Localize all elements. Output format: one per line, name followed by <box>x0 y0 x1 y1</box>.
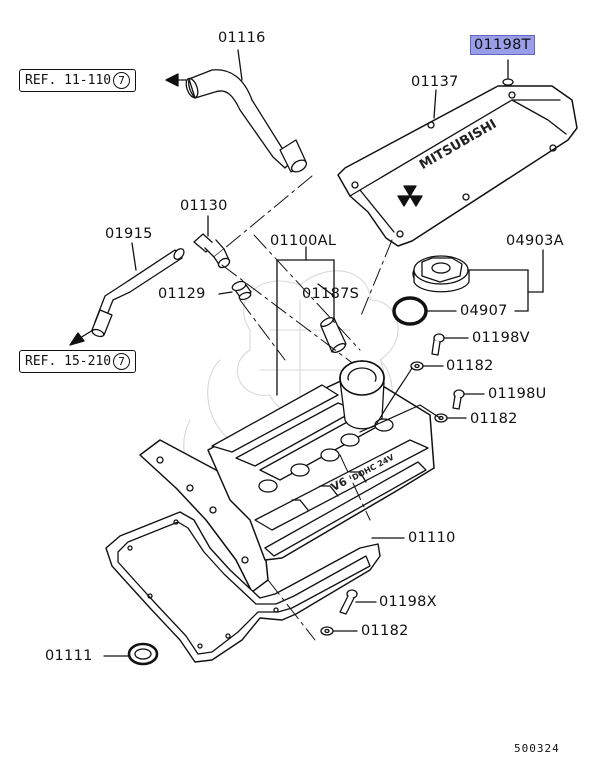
assembly-lines <box>221 175 393 366</box>
part-label-01198V: 01198V <box>472 330 530 346</box>
washer-01182a <box>410 361 424 371</box>
part-label-01111: 01111 <box>45 648 93 664</box>
part-label-01110: 01110 <box>408 530 456 546</box>
part-label-01198U: 01198U <box>488 386 547 402</box>
part-label-01198X: 01198X <box>379 594 437 610</box>
part-label-01182-c: 01182 <box>361 623 409 639</box>
part-label-01100AL: 01100AL <box>270 233 337 249</box>
part-label-01187S: 01187S <box>302 286 360 302</box>
part-label-01129: 01129 <box>158 286 206 302</box>
ignition-cover-01137 <box>337 85 578 247</box>
bolt-01198X <box>339 589 358 615</box>
part-label-01130: 01130 <box>180 198 228 214</box>
part-label-01915: 01915 <box>105 226 153 242</box>
leader-01187S <box>317 283 335 297</box>
bolt-01198V <box>431 333 445 356</box>
part-label-01198T: 01198T <box>470 35 535 55</box>
gasket-01110 <box>105 511 381 663</box>
leader-01137 <box>433 89 437 119</box>
reference-circle-number: 7 <box>113 353 131 370</box>
washer-01182b <box>434 413 448 423</box>
spacer-01187S <box>320 316 347 354</box>
ref2-arrow <box>69 332 85 346</box>
gasket-04907 <box>392 296 428 326</box>
ref1-arrow <box>165 73 179 87</box>
grommet-01129 <box>231 280 252 301</box>
part-label-01137: 01137 <box>411 74 459 90</box>
reference-text: REF. 11-110 <box>25 73 112 88</box>
part-label-01182-b: 01182 <box>470 411 518 427</box>
rocker-cover-01100AL <box>139 360 441 593</box>
part-label-01116: 01116 <box>218 30 266 46</box>
leader-01915 <box>131 242 137 271</box>
oil-cap-04903A <box>412 255 470 293</box>
reference-text: REF. 15-210 <box>25 354 112 369</box>
part-label-01182-a: 01182 <box>446 358 494 374</box>
leader-01129 <box>218 291 233 295</box>
diagram-number: 500324 <box>514 742 560 755</box>
reference-circle-number: 7 <box>113 72 131 89</box>
leader-01100AL <box>276 246 335 396</box>
leader-body <box>339 454 371 521</box>
bolt-01198U <box>452 389 465 410</box>
assembly-line-lower <box>267 579 316 641</box>
leader-04903A <box>467 249 544 293</box>
ref2-arrow-shaft <box>79 329 94 339</box>
part-label-04907: 04907 <box>460 303 508 319</box>
seal-01111 <box>127 642 159 666</box>
leader-01116 <box>237 49 243 81</box>
breather-hose-01116 <box>185 69 308 173</box>
pcv-valve-01130 <box>193 233 231 269</box>
part-label-04903A: 04903A <box>506 233 564 249</box>
washer-01182c <box>320 626 334 636</box>
hose-01915 <box>91 248 185 338</box>
